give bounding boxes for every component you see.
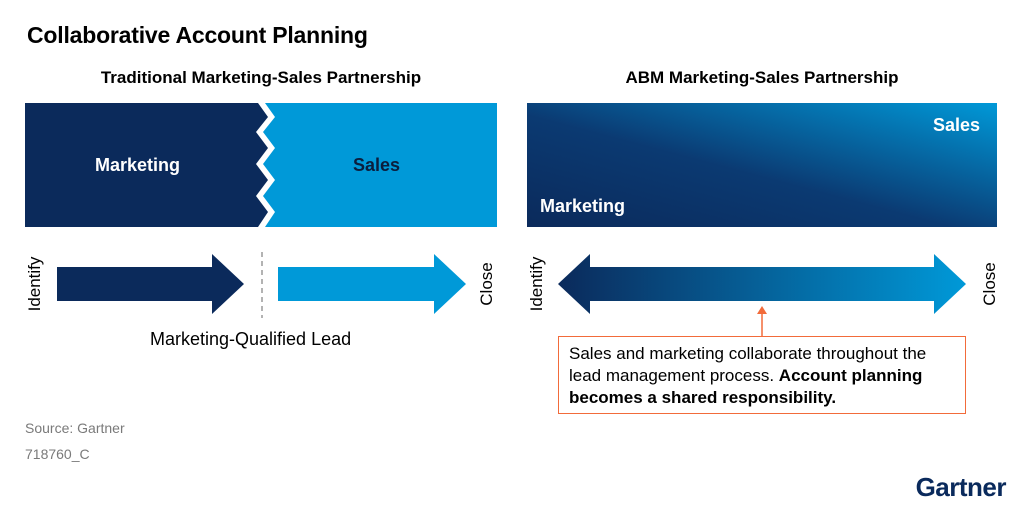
callout-regular-text: Sales and marketing collaborate througho…	[569, 344, 927, 385]
page-title: Collaborative Account Planning	[27, 22, 368, 48]
abm-identify-label: Identify	[527, 256, 546, 312]
traditional-sales-block	[263, 103, 497, 227]
gartner-logo: Gartner	[915, 472, 1007, 502]
traditional-identify-label: Identify	[25, 256, 44, 312]
abm-sales-label: Sales	[933, 115, 981, 135]
sales-arrow	[278, 254, 466, 314]
traditional-close-label: Close	[477, 262, 496, 306]
traditional-marketing-label: Marketing	[95, 155, 181, 175]
traditional-sales-label: Sales	[353, 155, 401, 175]
abm-partnership-block	[527, 103, 997, 227]
traditional-marketing-block	[25, 103, 268, 227]
figure-id: 718760_C	[25, 446, 90, 462]
abm-subtitle: ABM Marketing-Sales Partnership	[625, 68, 899, 87]
abm-close-label: Close	[980, 262, 999, 306]
callout-pointer-head	[757, 306, 767, 314]
traditional-subtitle: Traditional Marketing-Sales Partnership	[100, 68, 422, 87]
abm-double-arrow	[558, 254, 966, 314]
callout-bold-text: Account planning becomes a shared respon…	[569, 366, 923, 407]
abm-marketing-label: Marketing	[540, 196, 626, 216]
abm-callout: Sales and marketing collaborate througho…	[558, 336, 966, 414]
mql-label: Marketing-Qualified Lead	[150, 329, 352, 349]
marketing-arrow	[57, 254, 244, 314]
source-note: Source: Gartner	[25, 420, 125, 436]
